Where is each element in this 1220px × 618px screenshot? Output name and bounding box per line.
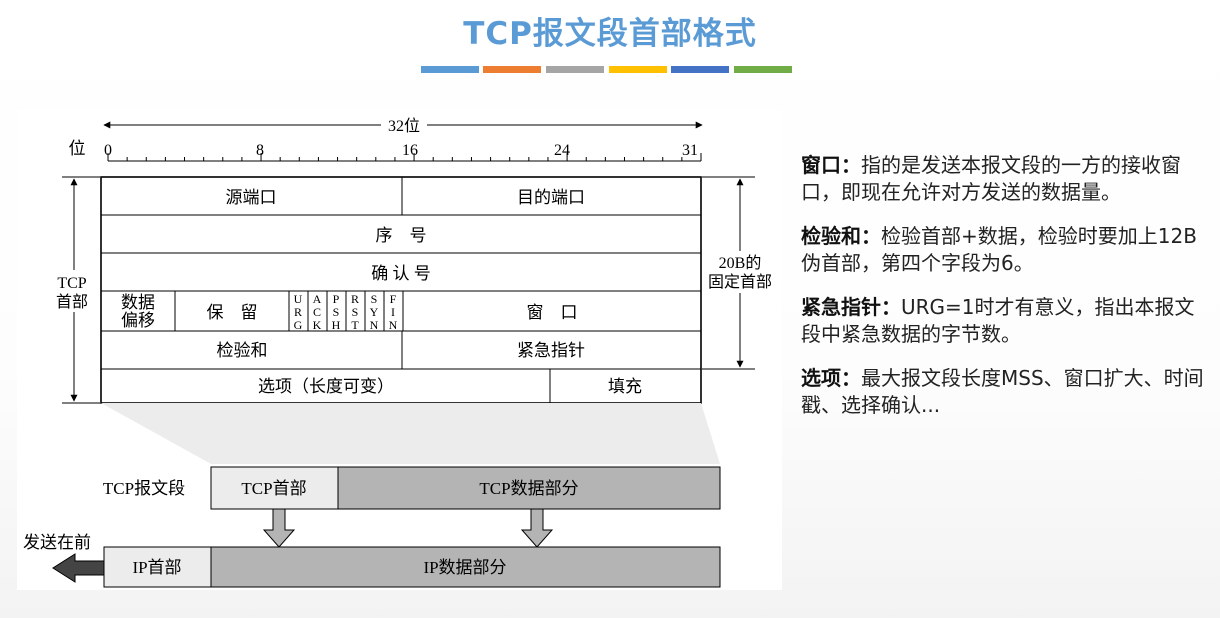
- bit-label: 位: [69, 139, 86, 158]
- flag-psh-2: S: [333, 305, 340, 319]
- flag-fin-2: I: [391, 305, 395, 319]
- tcp-side-label-1: TCP: [57, 275, 86, 292]
- flag-ack: A C K: [313, 292, 322, 332]
- note-text: URG=1时才有意义，指出本报文段中紧急数据的字节数。: [801, 295, 1195, 346]
- note-text: 指的是发送本报文段的一方的接收窗口，即现在允许对方发送的数据量。: [801, 153, 1181, 204]
- note-text: 最大报文段长度MSS、窗口扩大、时间戳、选择确认...: [801, 366, 1204, 417]
- send-direction-arrow: [52, 553, 105, 583]
- field-window: 窗 口: [527, 303, 578, 322]
- field-data-offset-2: 偏移: [121, 311, 155, 330]
- flag-syn-1: S: [371, 292, 378, 306]
- header-table: [100, 176, 702, 404]
- segment-data-label: TCP数据部分: [479, 479, 578, 498]
- ip-header-label: IP首部: [132, 558, 181, 577]
- bit-tick-16: 16: [402, 142, 418, 159]
- bit-tick-31: 31: [682, 142, 698, 159]
- tcp-header-dimension: TCP 首部: [56, 176, 100, 404]
- flag-urg-2: R: [294, 305, 302, 319]
- notes-panel: 窗口：指的是发送本报文段的一方的接收窗口，即现在允许对方发送的数据量。 检验和：…: [801, 152, 1211, 436]
- flag-urg-1: U: [294, 292, 303, 306]
- width-label: 32位: [388, 117, 420, 135]
- note-checksum: 检验和：检验首部+数据，检验时要加上12B伪首部，第四个字段为6。: [801, 223, 1211, 277]
- down-arrow-left: [262, 508, 296, 548]
- expansion-wedge: [101, 403, 720, 464]
- flag-fin: F I N: [389, 292, 398, 332]
- ip-data-label: IP数据部分: [423, 558, 506, 577]
- segment-label: TCP报文段: [103, 479, 185, 498]
- page-title: TCP报文段首部格式: [463, 16, 757, 52]
- color-bar-4: [609, 66, 667, 73]
- note-window: 窗口：指的是发送本报文段的一方的接收窗口，即现在允许对方发送的数据量。: [801, 152, 1211, 206]
- field-urgent-pointer: 紧急指针: [517, 341, 585, 360]
- color-bar-1: [421, 66, 479, 73]
- field-destination-port: 目的端口: [517, 188, 585, 207]
- flag-rst: R S T: [351, 292, 359, 332]
- field-data-offset-1: 数据: [121, 293, 155, 312]
- flag-psh-3: H: [332, 318, 341, 332]
- bit-tick-0: 0: [104, 142, 112, 159]
- field-ack-number: 确 认 号: [371, 264, 431, 283]
- note-text: 检验首部+数据，检验时要加上12B伪首部，第四个字段为6。: [801, 224, 1197, 275]
- color-bar-5: [671, 66, 729, 73]
- flag-ack-2: C: [313, 305, 321, 319]
- ip-data-box: [210, 546, 721, 588]
- flag-psh-1: P: [333, 292, 340, 306]
- color-bar-2: [483, 66, 541, 73]
- flag-syn-3: N: [370, 318, 379, 332]
- flag-fin-1: F: [390, 292, 397, 306]
- flag-urg: U R G: [294, 292, 303, 332]
- segment-data-box: [337, 466, 721, 510]
- note-title: 紧急指针：: [801, 295, 901, 319]
- bit-tick-24: 24: [554, 142, 570, 159]
- send-first-label: 发送在前: [23, 533, 91, 552]
- field-sequence-number: 序 号: [376, 226, 427, 245]
- fixed-side-label-2: 固定首部: [708, 273, 772, 291]
- bit-ruler: [107, 153, 702, 162]
- note-title: 选项：: [801, 366, 861, 390]
- field-source-port: 源端口: [226, 188, 277, 207]
- tcp-header-figure: 32位 位 0 8 16 24 31 TCP 首部 20B的 固定首部: [17, 110, 782, 590]
- fixed-header-dimension: 20B的 固定首部: [702, 176, 772, 370]
- tcp-header-diagram: 32位 位 0 8 16 24 31 TCP 首部 20B的 固定首部: [23, 117, 772, 588]
- note-title: 检验和：: [801, 224, 881, 248]
- flag-rst-3: T: [351, 318, 359, 332]
- flag-rst-2: S: [352, 305, 359, 319]
- segment-header-box: [210, 466, 339, 510]
- flag-ack-1: A: [313, 292, 322, 306]
- field-padding: 填充: [608, 377, 642, 396]
- flag-syn-2: Y: [370, 305, 379, 319]
- segment-header-label: TCP首部: [241, 479, 306, 498]
- note-urgent-pointer: 紧急指针：URG=1时才有意义，指出本报文段中紧急数据的字节数。: [801, 294, 1211, 348]
- field-options: 选项（长度可变）: [258, 377, 394, 396]
- width-dimension: 32位: [103, 117, 703, 135]
- flag-fin-3: N: [389, 318, 398, 332]
- flag-urg-3: G: [294, 318, 303, 332]
- flag-ack-3: K: [313, 318, 322, 332]
- tcp-side-label-2: 首部: [56, 293, 88, 311]
- note-title: 窗口：: [801, 153, 861, 177]
- field-reserved: 保 留: [207, 303, 258, 322]
- bit-tick-8: 8: [256, 142, 264, 159]
- down-arrow-right: [520, 508, 554, 548]
- note-options: 选项：最大报文段长度MSS、窗口扩大、时间戳、选择确认...: [801, 365, 1211, 419]
- flag-psh: P S H: [332, 292, 341, 332]
- fixed-side-label-1: 20B的: [719, 254, 762, 272]
- field-checksum: 检验和: [217, 341, 268, 360]
- flag-rst-1: R: [351, 292, 359, 306]
- color-bar-3: [546, 66, 604, 73]
- color-bar-6: [734, 66, 792, 73]
- flag-syn: S Y N: [370, 292, 379, 332]
